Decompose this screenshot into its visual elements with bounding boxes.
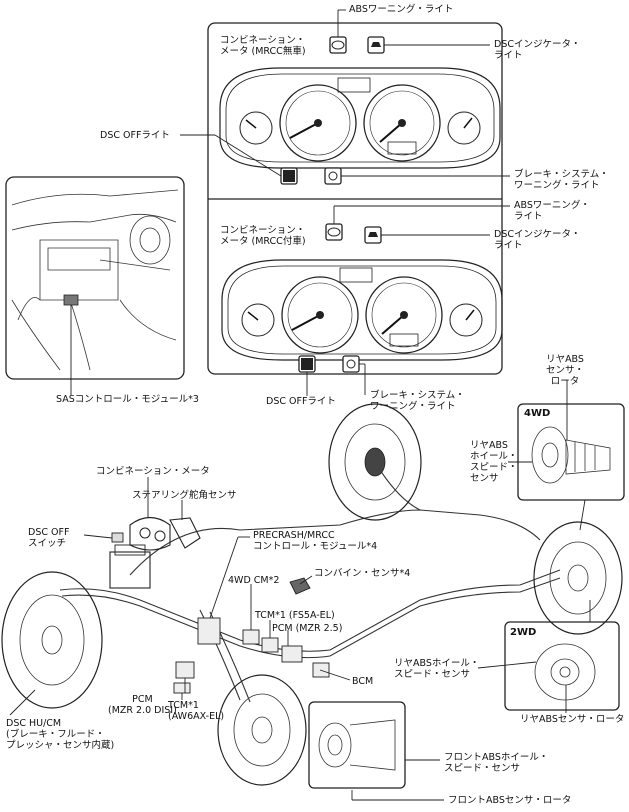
dsc-off-light-label-bottom: DSC OFFライト: [266, 396, 336, 407]
pcm-mzr20-label: PCM (MZR 2.0 DISI): [108, 694, 177, 716]
abs-warning-light-label-top: ABSワーニング・ライト: [349, 4, 454, 15]
brake-warning-label-top: ブレーキ・システム・ ワーニング・ライト: [514, 169, 609, 191]
tcm-aw6ax-label: TCM*1 (AW6AX-EL): [168, 700, 225, 722]
dsc-indicator-label-bottom: DSCインジケータ・ ライト: [494, 229, 581, 251]
tcm-fs5a-label: TCM*1 (FS5A-EL): [255, 610, 335, 621]
dsc-off-switch-label: DSC OFF スイッチ: [28, 527, 70, 549]
cm-4wd-label: 4WD CM*2: [228, 575, 280, 586]
front-wheel-sensor-label: フロントABSホイール・ スピード・センサ: [444, 752, 549, 774]
combine-sensor-label: コンバイン・センサ*4: [314, 568, 411, 579]
rear-wheel-sensor-4wd-label: リヤABS ホイール・ スピード・ センサ: [470, 440, 518, 484]
rear-sensor-rotor-4wd-label: リヤABS センサ・ ロータ: [546, 354, 585, 387]
rear-sensor-rotor-2wd-label: リヤABSセンサ・ロータ: [520, 714, 625, 725]
brake-warning-label-bottom: ブレーキ・システム・ ワーニング・ライト: [370, 390, 465, 412]
pcm-mzr25-label: PCM (MZR 2.5): [272, 623, 343, 634]
meter-with-mrcc-label: コンビネーション・ メータ (MRCC付車): [220, 225, 306, 247]
label-4wd: 4WD: [524, 408, 551, 419]
front-sensor-rotor-label: フロントABSセンサ・ロータ: [448, 795, 572, 806]
dsc-indicator-label-top: DSCインジケータ・ ライト: [494, 39, 581, 61]
dsc-hu-cm-label: DSC HU/CM (ブレーキ・フルード・ プレッシャ・センサ内蔵): [6, 718, 115, 751]
precrash-module-label: PRECRASH/MRCC コントロール・モジュール*4: [253, 530, 378, 552]
label-2wd: 2WD: [510, 627, 537, 638]
bcm-label: BCM: [352, 676, 374, 687]
dsc-off-light-label-top: DSC OFFライト: [100, 130, 170, 141]
steering-sensor-label: ステアリング舵角センサ: [132, 490, 237, 501]
abs-warning-light-label-bottom: ABSワーニング・ ライト: [514, 200, 590, 222]
sas-module-label: SASコントロール・モジュール*3: [56, 394, 199, 405]
combination-meter-label: コンビネーション・メータ: [96, 466, 210, 477]
rear-wheel-sensor-2wd-label: リヤABSホイール・ スピード・センサ: [394, 658, 480, 680]
meter-no-mrcc-label: コンビネーション・ メータ (MRCC無車): [220, 35, 306, 57]
